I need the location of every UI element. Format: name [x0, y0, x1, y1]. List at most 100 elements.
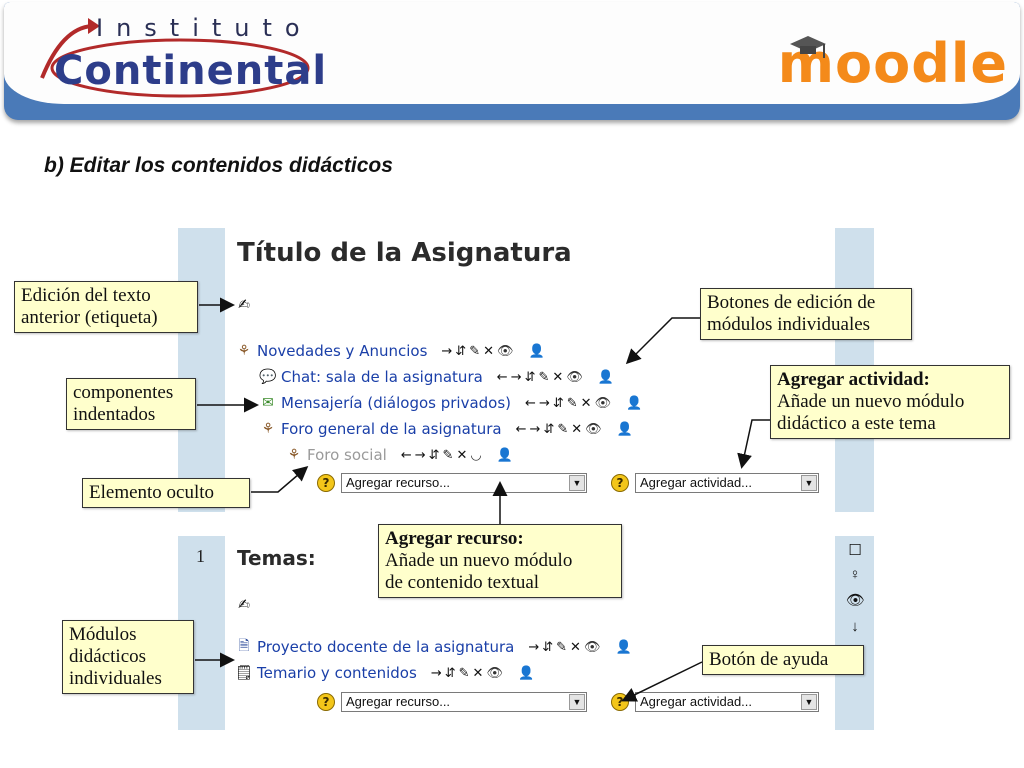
section-title: Temas:: [237, 546, 316, 570]
delete-icon[interactable]: ✕: [571, 421, 583, 437]
move-right-icon[interactable]: →: [414, 447, 426, 463]
edit-icon[interactable]: ✎: [556, 639, 568, 655]
course-title: Título de la Asignatura: [237, 238, 572, 268]
edit-icon[interactable]: ✎: [458, 665, 470, 681]
eye-icon[interactable]: 👁: [583, 639, 601, 655]
group-mode-icon[interactable]: 👤: [615, 639, 632, 655]
delete-icon[interactable]: ✕: [472, 665, 484, 681]
text-icon: 🗒: [235, 665, 253, 681]
group-mode-icon[interactable]: 👤: [597, 369, 615, 385]
eye-icon[interactable]: 👁: [594, 395, 612, 411]
callout-line: individuales: [69, 668, 162, 689]
callout-line: didáctico a este tema: [777, 413, 936, 434]
dropdown-arrow-icon: ▼: [801, 694, 817, 710]
move-icon[interactable]: ⇵: [552, 395, 564, 411]
activity-controls: ← → ⇵ ✎ ✕ 👁 👤: [497, 370, 617, 385]
activity-link[interactable]: Temario y contenidos: [257, 664, 417, 682]
add-activity-select[interactable]: Agregar actividad... ▼: [635, 473, 819, 493]
move-right-icon[interactable]: →: [510, 369, 522, 385]
move-right-icon[interactable]: →: [430, 665, 442, 681]
eye-icon[interactable]: 👁: [497, 343, 514, 359]
eye-icon[interactable]: 👁: [566, 369, 583, 385]
move-icon[interactable]: ⇵: [444, 665, 456, 681]
move-icon[interactable]: ⇵: [524, 369, 536, 385]
activity-link[interactable]: Mensajería (diálogos privados): [281, 394, 512, 412]
group-mode-icon[interactable]: 👤: [528, 343, 545, 359]
group-mode-icon[interactable]: 👤: [496, 447, 513, 463]
callout-line: módulos individuales: [707, 314, 871, 335]
delete-icon[interactable]: ✕: [456, 447, 468, 463]
activity-controls: ← → ⇵ ✎ ✕ 👁 👤: [516, 422, 636, 437]
callout-line: Edición del texto: [21, 285, 151, 306]
callout-title: Agregar recurso:: [385, 528, 524, 549]
dropdown-arrow-icon: ▼: [801, 475, 817, 491]
edit-icon[interactable]: ✎: [566, 395, 578, 411]
callout-title: Agregar actividad:: [777, 369, 930, 390]
activity-link[interactable]: Novedades y Anuncios: [257, 342, 428, 360]
move-right-icon[interactable]: →: [538, 395, 550, 411]
move-left-icon[interactable]: ←: [400, 447, 412, 463]
move-icon[interactable]: ⇵: [543, 421, 555, 437]
eye-icon[interactable]: 👁: [846, 592, 866, 609]
callout-line: Añade un nuevo módulo: [777, 391, 965, 412]
help-icon[interactable]: ?: [317, 693, 335, 711]
activity-link[interactable]: Foro social: [307, 446, 387, 464]
activity-link[interactable]: Chat: sala de la asignatura: [281, 368, 483, 386]
callout-line: anterior (etiqueta): [21, 307, 158, 328]
move-left-icon[interactable]: ←: [496, 369, 508, 385]
mortarboard-icon: [790, 36, 826, 58]
move-icon[interactable]: ⇵: [428, 447, 440, 463]
edit-summary-button[interactable]: ✍: [235, 594, 257, 616]
chat-icon: 💬: [259, 369, 277, 385]
callout-line: componentes: [73, 382, 174, 403]
section-content: Título de la Asignatura ✍ ⚘ Novedades y …: [225, 228, 835, 512]
add-resource-select[interactable]: Agregar recurso... ▼: [341, 692, 587, 712]
activity-row: 💬 Chat: sala de la asignatura ← → ⇵ ✎ ✕ …: [259, 366, 617, 388]
callout-indented: componentes indentados: [66, 378, 196, 430]
edit-icon[interactable]: ✎: [442, 447, 454, 463]
group-mode-icon[interactable]: 👤: [517, 665, 535, 681]
move-icon[interactable]: ⇵: [455, 343, 467, 359]
move-right-icon[interactable]: →: [528, 639, 540, 655]
edit-icon[interactable]: ✎: [557, 421, 569, 437]
move-right-icon[interactable]: →: [441, 343, 453, 359]
move-left-icon[interactable]: ←: [515, 421, 527, 437]
delete-icon[interactable]: ✕: [580, 395, 592, 411]
move-right-icon[interactable]: →: [529, 421, 541, 437]
callout-line: Añade un nuevo módulo: [385, 550, 573, 571]
activity-controls: → ⇵ ✎ ✕ 👁 👤: [431, 666, 537, 681]
dropdown-arrow-icon: ▼: [569, 694, 585, 710]
instituto-continental-logo: Instituto Continental: [22, 8, 326, 108]
delete-icon[interactable]: ✕: [483, 343, 495, 359]
highlight-icon[interactable]: ☐: [848, 542, 862, 559]
edit-icon[interactable]: ✎: [469, 343, 481, 359]
add-activity-select[interactable]: Agregar actividad... ▼: [635, 692, 819, 712]
callout-line: Módulos: [69, 624, 137, 645]
activity-link[interactable]: Proyecto docente de la asignatura: [257, 638, 515, 656]
edit-summary-button[interactable]: ✍: [235, 294, 257, 316]
activity-link[interactable]: Foro general de la asignatura: [281, 420, 502, 438]
group-mode-icon[interactable]: 👤: [616, 421, 633, 437]
add-activity-value: Agregar actividad...: [640, 475, 753, 490]
help-icon[interactable]: ?: [611, 693, 629, 711]
callout-add-resource: Agregar recurso: Añade un nuevo módulo d…: [378, 524, 622, 598]
eye-closed-icon[interactable]: ◡: [470, 447, 482, 463]
callout-line: indentados: [73, 404, 156, 425]
group-mode-icon[interactable]: 👤: [626, 395, 643, 411]
delete-icon[interactable]: ✕: [552, 369, 564, 385]
help-icon[interactable]: ?: [317, 474, 335, 492]
eye-icon[interactable]: 👁: [486, 665, 503, 681]
help-icon[interactable]: ?: [611, 474, 629, 492]
add-resource-select[interactable]: Agregar recurso... ▼: [341, 473, 587, 493]
edit-icon[interactable]: ✎: [538, 369, 550, 385]
activity-controls: → ⇵ ✎ ✕ 👁 👤: [441, 344, 547, 359]
move-down-icon[interactable]: ↓: [851, 618, 859, 635]
move-icon[interactable]: ⇵: [542, 639, 554, 655]
activity-row: 🗒 Temario y contenidos → ⇵ ✎ ✕ 👁 👤: [235, 662, 537, 684]
move-left-icon[interactable]: ←: [525, 395, 536, 411]
header-inner: [4, 2, 1020, 104]
lightbulb-icon[interactable]: ♀: [849, 566, 861, 583]
eye-icon[interactable]: 👁: [585, 421, 602, 437]
delete-icon[interactable]: ✕: [570, 639, 581, 655]
